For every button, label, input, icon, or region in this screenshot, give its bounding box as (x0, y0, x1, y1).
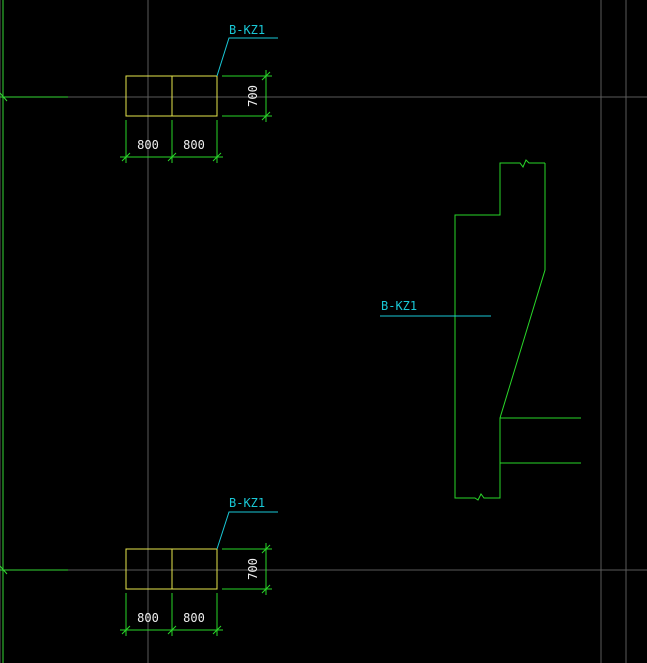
dim-tick-2 (167, 152, 177, 162)
section-label[interactable]: B-KZ1 (381, 299, 417, 313)
axis-slash-top (0, 92, 8, 102)
dim-height-text: 700 (246, 558, 260, 580)
label-leader (216, 511, 278, 550)
dim-tick-3 (212, 152, 222, 162)
axis-slash-bottom (0, 565, 8, 575)
dim-right-text: 800 (183, 138, 205, 152)
dim-left-text: 800 (137, 611, 159, 625)
dim-tick-1 (121, 625, 131, 635)
dim-tick-bottom (261, 111, 271, 121)
column-label[interactable]: B-KZ1 (229, 23, 265, 37)
dim-height-text: 700 (246, 85, 260, 107)
label-leader (216, 37, 278, 77)
section-outline[interactable] (454, 159, 546, 501)
dim-tick-3 (212, 625, 222, 635)
column-label[interactable]: B-KZ1 (229, 496, 265, 510)
dim-right-text: 800 (183, 611, 205, 625)
left-axis (0, 0, 68, 663)
column-plan-top[interactable]: B-KZ1 700 800 800 (120, 23, 278, 163)
dim-tick-bottom (261, 584, 271, 594)
dim-tick-1 (121, 152, 131, 162)
dim-tick-top (261, 544, 271, 554)
column-plan-bottom[interactable]: B-KZ1 700 800 800 (120, 496, 278, 636)
column-section-elevation[interactable]: B-KZ1 (380, 159, 581, 501)
dim-tick-2 (167, 625, 177, 635)
dim-left-text: 800 (137, 138, 159, 152)
dim-tick-top (261, 71, 271, 81)
